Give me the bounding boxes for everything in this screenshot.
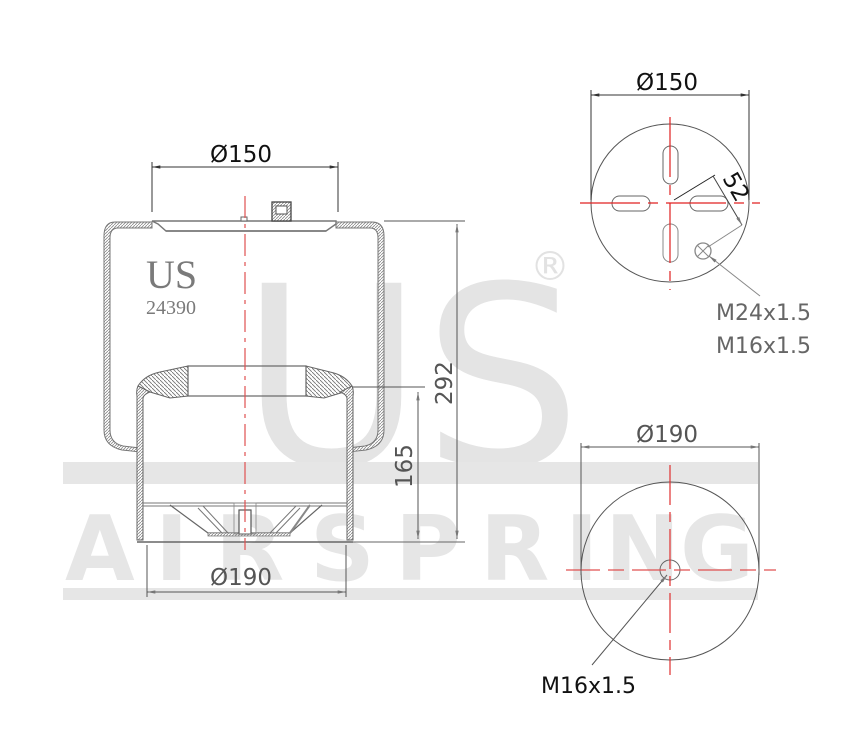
- svg-text:292: 292: [432, 361, 458, 405]
- watermark-bar-top: [63, 462, 758, 484]
- brand-label: US: [146, 252, 197, 297]
- svg-text:52: 52: [717, 168, 754, 206]
- thread-label-m16: M16x1.5: [716, 334, 811, 359]
- piston-wall-right: [338, 385, 354, 541]
- svg-text:G: G: [680, 497, 754, 602]
- piston-bead-left: [137, 365, 189, 399]
- registered-mark: ®: [530, 244, 570, 290]
- dim-top-diameter: Ø150: [151, 142, 339, 212]
- svg-text:I: I: [155, 497, 189, 602]
- dim-top-view-diameter: Ø150: [590, 70, 750, 200]
- svg-text:S: S: [310, 497, 375, 602]
- svg-text:I: I: [565, 497, 599, 602]
- top-view: Ø150 52 M24x1.5 M16x1.5: [580, 70, 811, 359]
- dim-overall-height: 292: [384, 220, 465, 540]
- svg-text:Ø150: Ø150: [636, 70, 698, 96]
- bottom-view: Ø190 M16x1.5: [541, 422, 776, 699]
- thread-label-m24: M24x1.5: [716, 301, 811, 326]
- watermark-tagline: A I R S P R I N G: [65, 497, 754, 602]
- dim-piston-height: 165: [352, 386, 425, 540]
- piston-top-plate: [187, 365, 307, 397]
- side-view: US 24390 Ø150 Ø190 292 165: [103, 142, 465, 597]
- svg-text:165: 165: [392, 444, 418, 488]
- dim-bottom-view-diameter: Ø190: [580, 422, 760, 575]
- svg-text:A: A: [65, 497, 135, 602]
- bottom-thread-label: M16x1.5: [541, 674, 636, 699]
- piston-wall-left: [136, 385, 152, 541]
- top-plate: [151, 220, 337, 232]
- piston-bead-right: [305, 365, 353, 399]
- watermark: US ® A I R S P R I N G: [63, 233, 758, 602]
- part-number: 24390: [146, 297, 196, 319]
- svg-text:R: R: [480, 497, 549, 602]
- svg-text:Ø190: Ø190: [210, 565, 272, 591]
- top-stud: [240, 216, 248, 222]
- bellows-wall: [103, 221, 153, 453]
- svg-text:N: N: [605, 497, 680, 602]
- dim-bottom-diameter: Ø190: [146, 545, 347, 597]
- svg-text:Ø150: Ø150: [210, 142, 272, 168]
- fitting-hole: [694, 242, 712, 260]
- svg-text:P: P: [395, 497, 461, 602]
- svg-text:Ø190: Ø190: [636, 422, 698, 448]
